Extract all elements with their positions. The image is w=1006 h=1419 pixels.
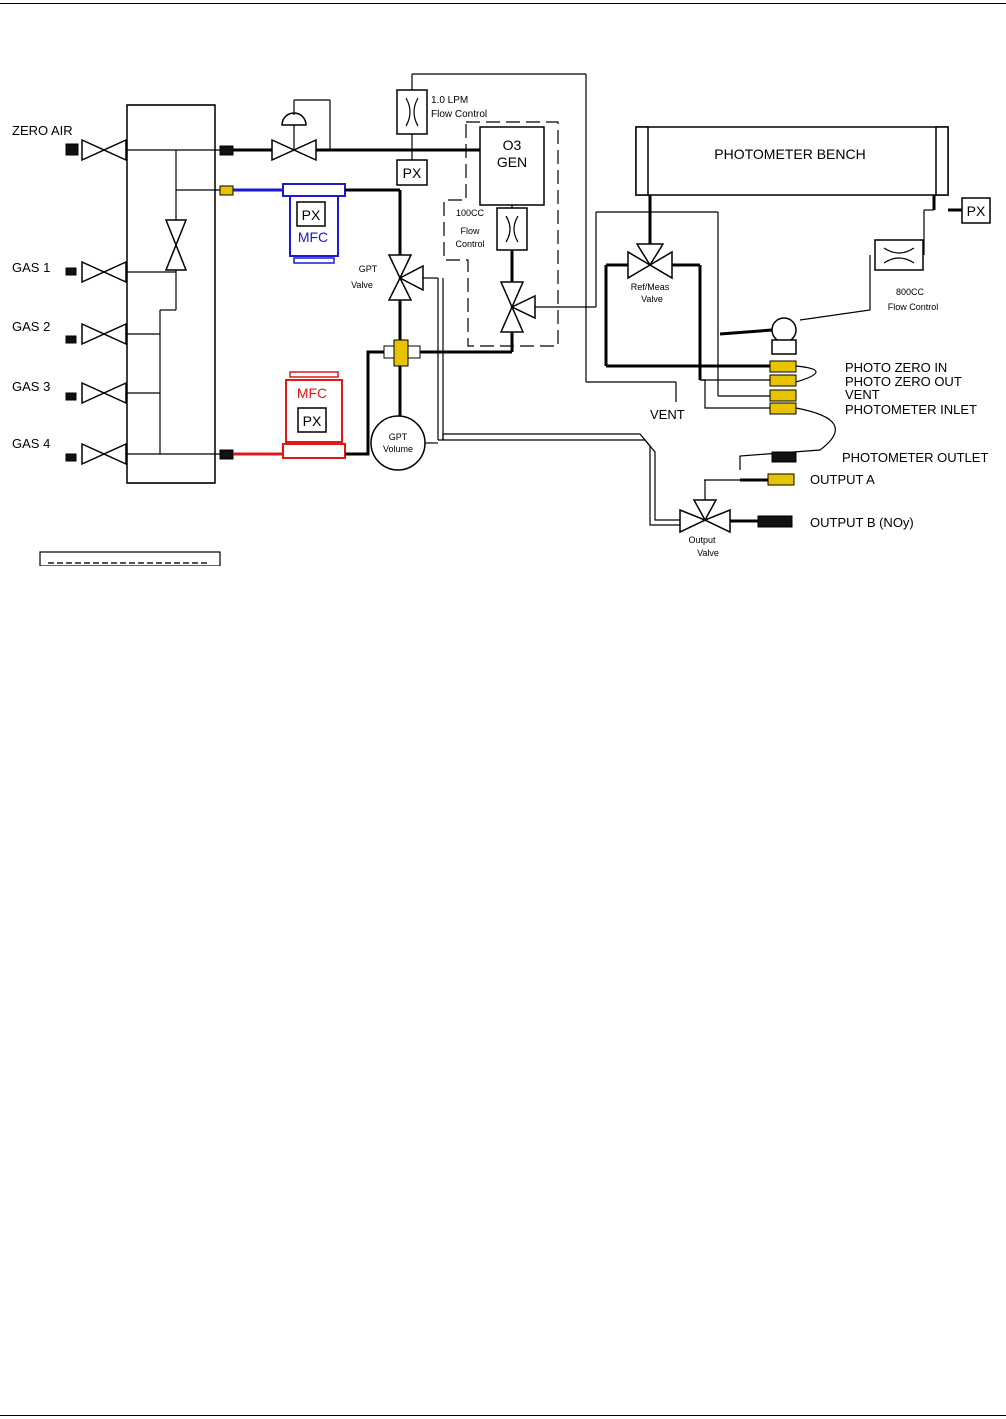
zero-loop xyxy=(795,365,817,383)
zero-air-label: ZERO AIR xyxy=(12,123,73,138)
gpt-to-output-line-2 xyxy=(442,433,680,526)
mfc-diluent xyxy=(282,183,346,264)
vent-line-label: VENT xyxy=(650,407,685,422)
flow-800cc-label-1: 800CC xyxy=(896,287,925,297)
px-label-1: PX xyxy=(403,165,422,181)
gas1-label: GAS 1 xyxy=(12,260,50,275)
top-rule xyxy=(0,3,1006,4)
vent-port-label: VENT xyxy=(845,387,880,402)
output-b-label: OUTPUT B (NOy) xyxy=(810,515,914,530)
gas-line-2 xyxy=(345,350,384,456)
zero-air-out-fitting xyxy=(219,145,234,156)
photometer-bench-label: PHOTOMETER BENCH xyxy=(714,146,865,162)
pneumatic-diagram: 1.0 LPM Flow Control PX O3 GEN 100CC Flo… xyxy=(0,73,1006,600)
flow-100cc-label-1: 100CC xyxy=(456,208,485,218)
vent-fitting xyxy=(769,389,797,402)
flow-1lpm-label-2: Flow Control xyxy=(431,109,487,120)
px-label-2: PX xyxy=(302,207,321,223)
photo-zero-in-label: PHOTO ZERO IN xyxy=(845,360,947,375)
flow-1lpm-label-1: 1.0 LPM xyxy=(431,95,468,106)
gas3-label: GAS 3 xyxy=(12,379,50,394)
gas2-valve xyxy=(81,322,127,346)
photo-zero-out-label: PHOTO ZERO OUT xyxy=(845,374,962,389)
bottom-rule xyxy=(0,1415,1006,1416)
o3-generator xyxy=(479,126,545,206)
gpt-valve-label-1: GPT xyxy=(359,264,378,274)
pressure-sensor-bench xyxy=(961,197,991,224)
flow-100cc-label-2: Flow xyxy=(460,226,480,236)
flow-100cc-label-3: Control xyxy=(455,239,484,249)
gas1-valve xyxy=(81,260,127,284)
gpt-volume xyxy=(370,415,426,471)
o3-gen-label-1: O3 xyxy=(503,137,522,153)
output-valve-label-2: Valve xyxy=(697,548,719,558)
output-b-fitting xyxy=(757,515,793,528)
gas-out-fitting xyxy=(219,449,234,460)
pressure-sensor-1 xyxy=(396,159,428,186)
px-label-4: PX xyxy=(967,203,986,219)
px-label-3: PX xyxy=(303,413,322,429)
photometer-outlet-loop xyxy=(739,407,836,470)
cropped-notice-box xyxy=(39,551,221,567)
output-valve-label-1: Output xyxy=(688,535,716,545)
o3-gen-label-2: GEN xyxy=(497,154,527,170)
gas4-label: GAS 4 xyxy=(12,436,50,451)
photometer-inlet-fitting xyxy=(769,402,797,415)
photo-zero-out-fitting xyxy=(769,374,797,387)
mfc-label-blue: MFC xyxy=(298,229,328,245)
gpt-to-output-line-1 xyxy=(438,439,680,521)
gas3-valve xyxy=(81,381,127,405)
gas2-label: GAS 2 xyxy=(12,319,50,334)
ref-meas-label-2: Valve xyxy=(641,294,663,304)
gas1-fitting xyxy=(65,267,77,276)
gpt-valve xyxy=(387,254,444,440)
photometer-outlet-label: PHOTOMETER OUTLET xyxy=(842,450,988,465)
crossover-valve xyxy=(164,219,188,271)
o3-module-enclosure xyxy=(443,121,559,347)
photometer-inlet-label: PHOTOMETER INLET xyxy=(845,402,977,417)
inlet-manifold xyxy=(126,104,216,484)
output-valve xyxy=(679,478,768,534)
manifold-lines xyxy=(126,149,222,455)
gpt-valve-label-2: Valve xyxy=(351,280,373,290)
flow-800cc-label-2: Flow Control xyxy=(888,302,939,312)
output-a-fitting xyxy=(767,473,795,486)
flow-control-800cc xyxy=(799,209,934,321)
gas4-valve xyxy=(81,442,127,466)
pump xyxy=(719,317,797,355)
diluent-out-fitting xyxy=(219,185,234,196)
photo-zero-in-fitting xyxy=(769,360,797,373)
zero-air-fitting xyxy=(65,143,79,156)
flow-control-1lpm xyxy=(396,73,587,382)
photometer-bench xyxy=(635,126,949,196)
flow-control-100cc xyxy=(496,205,528,282)
ref-meas-valve xyxy=(604,195,702,380)
mfc-label-red: MFC xyxy=(297,385,327,401)
ref-meas-label-1: Ref/Meas xyxy=(631,282,670,292)
gpt-volume-label-1: GPT xyxy=(389,432,408,442)
output-a-label: OUTPUT A xyxy=(810,472,875,487)
zero-air-valve xyxy=(81,138,127,162)
mfc-cal-gas xyxy=(282,371,346,459)
gas2-fitting xyxy=(65,335,77,344)
photometer-outlet-fitting xyxy=(771,451,797,463)
gpt-tee-body xyxy=(393,339,409,367)
gpt-volume-label-2: Volume xyxy=(383,444,413,454)
gas3-fitting xyxy=(65,392,77,401)
gas4-fitting xyxy=(65,453,77,462)
photometer-inlet-line xyxy=(700,379,772,409)
o3-valve xyxy=(402,211,719,396)
